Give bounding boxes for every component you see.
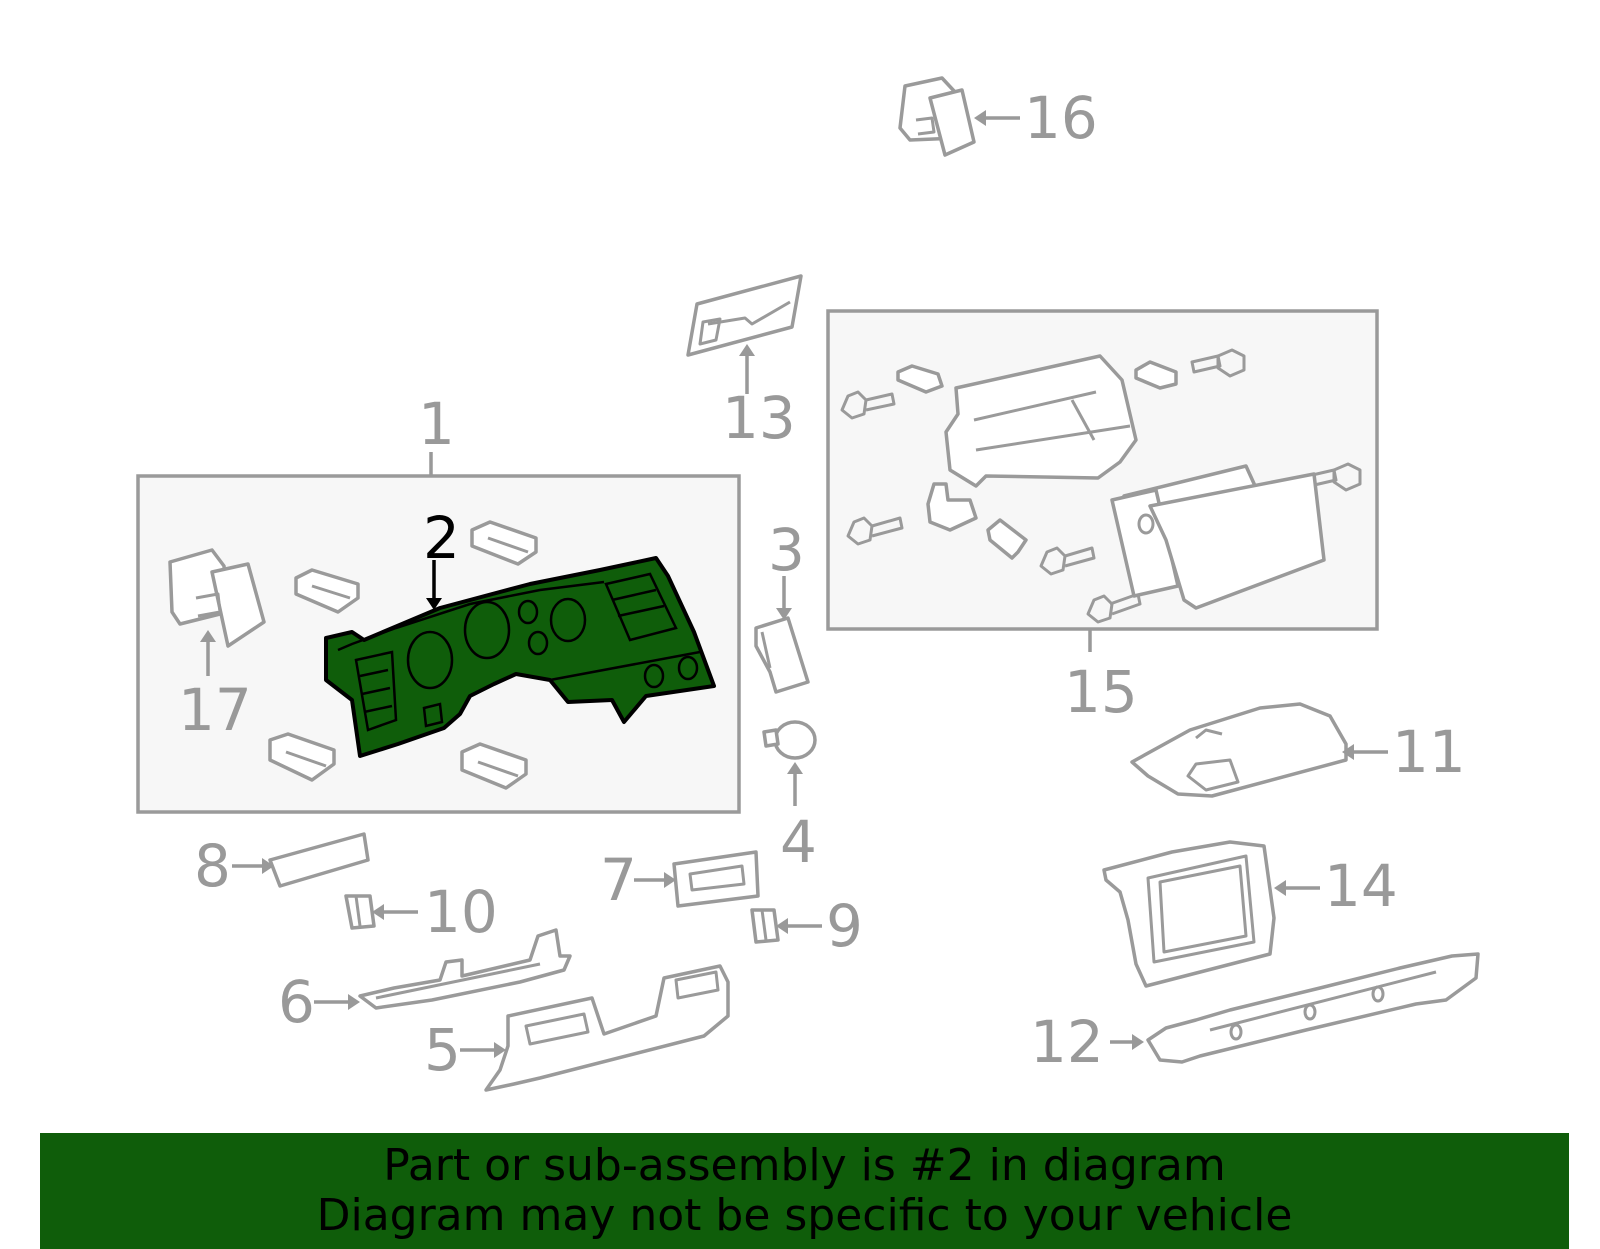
callout-16: 16 bbox=[1024, 84, 1098, 152]
part-11-glove-box-liner[interactable] bbox=[1130, 702, 1348, 798]
part-1-clip-a bbox=[294, 568, 360, 614]
callout-13: 13 bbox=[722, 384, 796, 452]
part-2-instrument-panel-highlighted[interactable] bbox=[324, 556, 716, 758]
leader-lines bbox=[200, 110, 1388, 1058]
callout-2[interactable]: 2 bbox=[423, 504, 460, 572]
part-12-lower-panel[interactable] bbox=[1146, 952, 1480, 1064]
callout-12: 12 bbox=[1030, 1008, 1104, 1076]
banner-line-part: Part or sub-assembly is #2 in diagram bbox=[383, 1140, 1226, 1191]
part-9-clip[interactable] bbox=[750, 908, 780, 944]
part-6-reinforcement[interactable] bbox=[358, 928, 572, 1010]
part-4-knob[interactable] bbox=[762, 720, 817, 760]
callout-9: 9 bbox=[826, 892, 863, 960]
callout-15: 15 bbox=[1064, 658, 1138, 726]
callout-17: 17 bbox=[178, 676, 252, 744]
callout-8: 8 bbox=[194, 832, 231, 900]
part-7-bezel[interactable] bbox=[672, 850, 760, 908]
part-14-glove-box-door[interactable] bbox=[1102, 840, 1276, 988]
callout-4: 4 bbox=[780, 808, 817, 876]
part-1-clip-c bbox=[268, 732, 336, 782]
part-15-glove-box-assembly[interactable] bbox=[840, 348, 1362, 624]
part-8-filler[interactable] bbox=[268, 832, 370, 888]
callout-7: 7 bbox=[600, 846, 637, 914]
part-10-clip[interactable] bbox=[344, 894, 376, 930]
callout-1: 1 bbox=[418, 390, 455, 458]
part-13-plate[interactable] bbox=[686, 274, 803, 357]
part-1-clip-d bbox=[460, 742, 528, 790]
part-1-clip-b bbox=[470, 520, 538, 566]
callout-5: 5 bbox=[424, 1016, 461, 1084]
callout-10: 10 bbox=[424, 878, 498, 946]
callout-14: 14 bbox=[1324, 852, 1398, 920]
callout-11: 11 bbox=[1392, 718, 1466, 786]
part-17-bracket[interactable] bbox=[168, 548, 266, 648]
part-5-lower-cover[interactable] bbox=[484, 964, 730, 1092]
info-banner: Part or sub-assembly is #2 in diagram Di… bbox=[40, 1133, 1569, 1249]
callout-6: 6 bbox=[278, 968, 315, 1036]
callout-3: 3 bbox=[768, 516, 805, 584]
banner-line-disclaimer: Diagram may not be specific to your vehi… bbox=[316, 1190, 1293, 1241]
part-16-switch-bracket[interactable] bbox=[898, 76, 976, 157]
part-3-trim-strip[interactable] bbox=[754, 616, 810, 694]
